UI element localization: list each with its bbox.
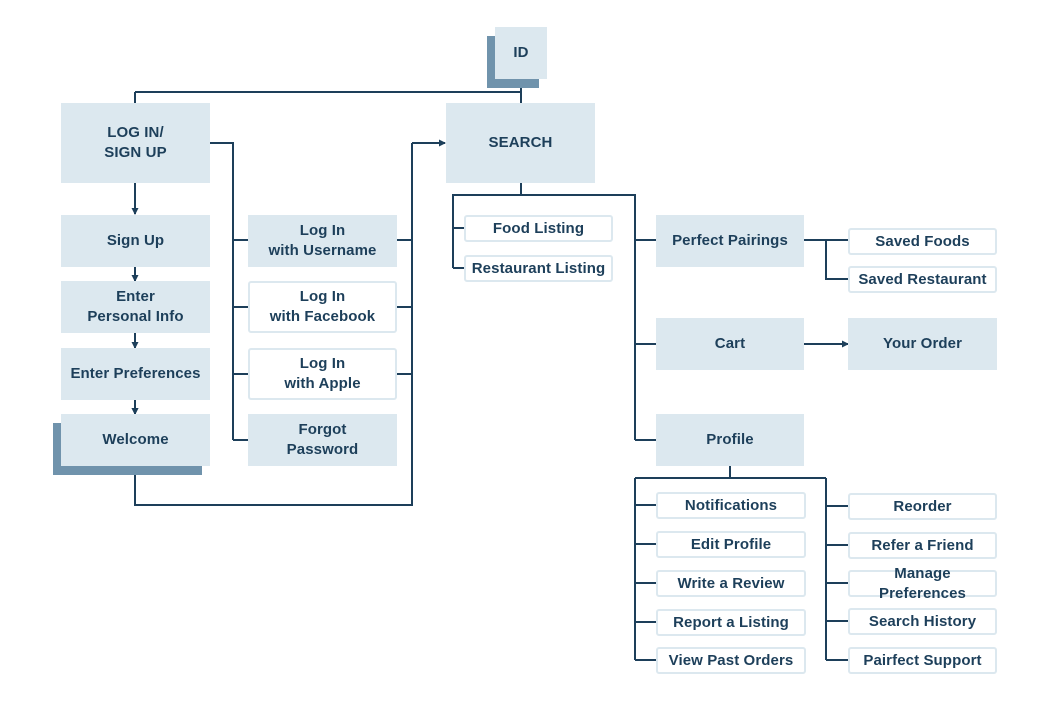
profile-node: Profile: [656, 414, 804, 466]
write-review-node: Write a Review: [656, 570, 806, 597]
restaurant-listing-node: Restaurant Listing: [464, 255, 613, 282]
login-apple-node: Log In with Apple: [248, 348, 397, 400]
login-username-node: Log In with Username: [248, 215, 397, 267]
forgot-password-node: Forgot Password: [248, 414, 397, 466]
view-past-orders-node: View Past Orders: [656, 647, 806, 674]
enter-preferences-node: Enter Preferences: [61, 348, 210, 400]
connector-search-branches: [452, 183, 656, 441]
sign-up-node: Sign Up: [61, 215, 210, 267]
connector-login-options: [210, 142, 248, 441]
connector-pairings: [804, 239, 848, 280]
enter-personal-info-node: Enter Personal Info: [61, 281, 210, 333]
login-facebook-node: Log In with Facebook: [248, 281, 397, 333]
manage-preferences-node: Manage Preferences: [848, 565, 997, 602]
reorder-node: Reorder: [848, 493, 997, 520]
search-node: SEARCH: [446, 103, 595, 183]
pairfect-support-node: Pairfect Support: [848, 647, 997, 674]
login-signup-node: LOG IN/ SIGN UP: [61, 103, 210, 183]
report-listing-node: Report a Listing: [656, 609, 806, 636]
connector-login-to-search: [134, 143, 413, 506]
your-order-node: Your Order: [848, 318, 997, 370]
food-listing-node: Food Listing: [464, 215, 613, 242]
saved-restaurant-node: Saved Restaurant: [848, 266, 997, 293]
edit-profile-node: Edit Profile: [656, 531, 806, 558]
welcome-node: Welcome: [61, 414, 210, 466]
cart-node: Cart: [656, 318, 804, 370]
connector-profile: [634, 466, 848, 661]
refer-friend-node: Refer a Friend: [848, 532, 997, 559]
connector-id: [134, 80, 522, 103]
perfect-pairings-node: Perfect Pairings: [656, 215, 804, 267]
saved-foods-node: Saved Foods: [848, 228, 997, 255]
notifications-node: Notifications: [656, 492, 806, 519]
search-history-node: Search History: [848, 608, 997, 635]
id-node: ID: [495, 27, 547, 79]
